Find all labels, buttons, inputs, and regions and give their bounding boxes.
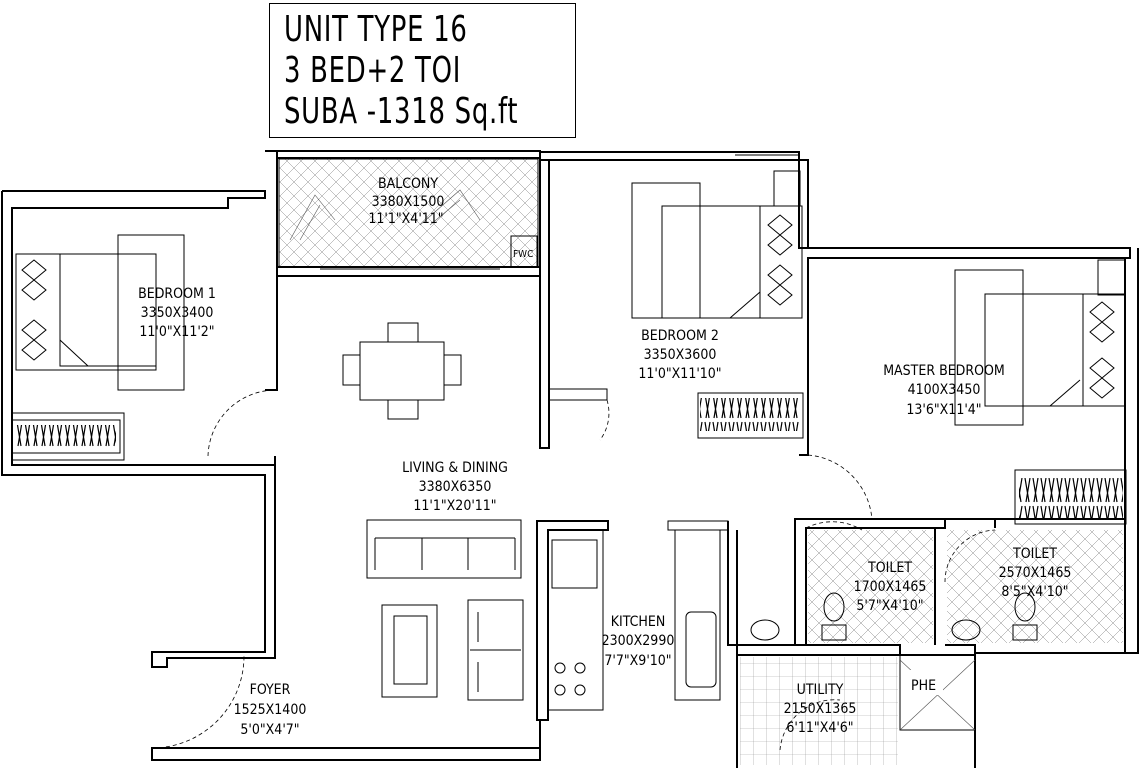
phe-label: PHE <box>911 678 936 694</box>
balcony-area: FWC <box>278 158 539 268</box>
balcony-name: BALCONY <box>378 176 438 192</box>
fwc-label: FWC <box>513 249 533 260</box>
toilet2-imperial: 8'5"X4'10" <box>1001 584 1068 600</box>
toilet1-floor <box>808 530 933 643</box>
living-name: LIVING & DINING <box>402 460 508 476</box>
toilet2-floor <box>947 530 1123 643</box>
toilet1-metric: 1700X1465 <box>854 579 927 595</box>
master-metric: 4100X3450 <box>908 382 981 398</box>
balcony-imperial: 11'1"X4'11" <box>368 211 443 227</box>
bedroom2-name: BEDROOM 2 <box>641 328 719 344</box>
foyer-metric: 1525X1400 <box>234 702 307 718</box>
living-metric: 3380X6350 <box>419 479 492 495</box>
utility-floor <box>740 657 898 765</box>
bed-bedroom-1 <box>15 234 185 391</box>
title-line-2: 3 BED+2 TOI <box>284 50 462 91</box>
master-name: MASTER BEDROOM <box>883 363 1005 379</box>
bed-master <box>954 259 1126 426</box>
toilet2-metric: 2570X1465 <box>999 565 1072 581</box>
title-line-3: SUBA -1318 Sq.ft <box>284 91 519 132</box>
bedroom1-name: BEDROOM 1 <box>138 286 216 302</box>
kitchen-metric: 2300X2990 <box>602 633 675 649</box>
room-labels: BALCONY 3380X1500 11'1"X4'11" BEDROOM 1 … <box>138 176 1071 738</box>
sofa <box>366 519 524 701</box>
foyer-name: FOYER <box>250 682 291 698</box>
bedroom2-imperial: 11'0"X11'10" <box>638 366 721 382</box>
title-line-1: UNIT TYPE 16 <box>284 9 468 50</box>
unit-title-box: UNIT TYPE 16 3 BED+2 TOI SUBA -1318 Sq.f… <box>269 3 576 138</box>
utility-name: UTILITY <box>797 682 844 698</box>
bedroom1-imperial: 11'0"X11'2" <box>139 324 214 340</box>
balcony-metric: 3380X1500 <box>372 194 445 210</box>
master-imperial: 13'6"X11'4" <box>906 402 981 418</box>
kitchen-counter <box>547 529 721 711</box>
utility-metric: 2150X1365 <box>784 701 857 717</box>
toilet1-name: TOILET <box>867 560 912 576</box>
utility-imperial: 6'11"X4'6" <box>786 720 853 736</box>
kitchen-name: KITCHEN <box>611 614 666 630</box>
kitchen-imperial: 7'7"X9'10" <box>604 653 671 669</box>
toilet-fixtures <box>750 592 1038 641</box>
living-imperial: 11'1"X20'11" <box>413 498 496 514</box>
phe-shaft: PHE <box>899 659 976 731</box>
bed-bedroom-2 <box>631 170 803 319</box>
bedroom1-metric: 3350X3400 <box>141 305 214 321</box>
door-swings <box>151 389 996 751</box>
toilet1-imperial: 5'7"X4'10" <box>856 598 923 614</box>
bedroom2-metric: 3350X3600 <box>644 347 717 363</box>
toilet2-name: TOILET <box>1012 546 1057 562</box>
foyer-imperial: 5'0"X4'7" <box>240 722 299 738</box>
exterior-walls <box>1 150 1139 768</box>
dining-table <box>342 322 462 420</box>
